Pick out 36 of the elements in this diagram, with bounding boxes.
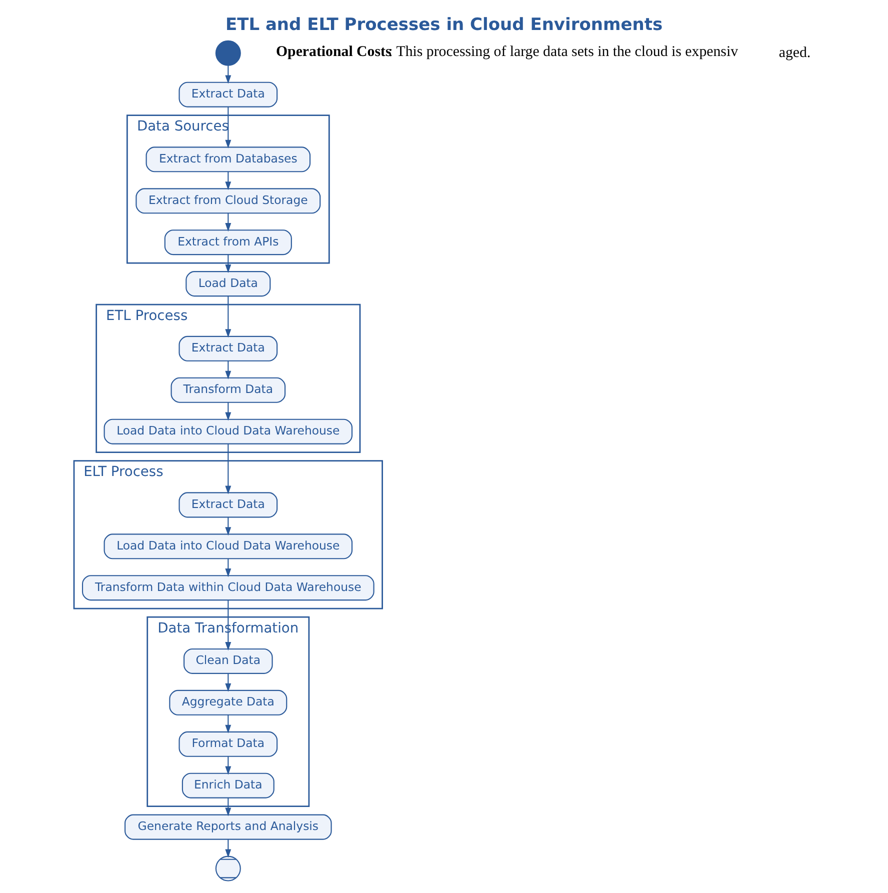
arrow (224, 106, 231, 148)
node-box: Enrich Data (181, 772, 274, 798)
node-box: Extract Data (178, 81, 278, 107)
node-box: Load Data (185, 270, 270, 296)
arrow (224, 444, 231, 494)
node-box: Transform Data within Cloud Data Warehouse (81, 574, 374, 600)
arrow (224, 254, 231, 273)
node-box: Extract Data (178, 492, 278, 518)
node-box: Format Data (178, 730, 278, 756)
arrow (224, 516, 231, 536)
node-box: Load Data into Cloud Data Warehouse (103, 533, 352, 559)
arrow (224, 64, 231, 84)
node-box: Aggregate Data (168, 689, 287, 715)
arrow (224, 756, 231, 774)
node-dot (214, 40, 240, 66)
node-box: Extract Data (178, 335, 278, 361)
arrow (224, 402, 231, 420)
node-box: Extract from APIs (164, 229, 292, 255)
arrow (224, 212, 231, 232)
arrow (224, 360, 231, 379)
node-crossed-circle (214, 855, 240, 881)
diagram-title: ETL and ELT Processes in Cloud Environments (225, 14, 662, 35)
arrow (224, 714, 231, 733)
arrow (224, 838, 231, 858)
arrow (224, 672, 231, 692)
node-box: Clean Data (183, 648, 272, 674)
arrow (224, 296, 231, 338)
label: aged. (778, 44, 810, 61)
arrow (224, 558, 231, 577)
node-box: Generate Reports and Analysis (124, 814, 332, 840)
arrow (224, 797, 231, 816)
node-box: Extract from Databases (145, 146, 310, 172)
node-box: Load Data into Cloud Data Warehouse (103, 418, 352, 444)
node-box: Transform Data (170, 376, 286, 402)
arrow (224, 171, 231, 190)
node-box: Extract from Cloud Storage (135, 188, 320, 214)
